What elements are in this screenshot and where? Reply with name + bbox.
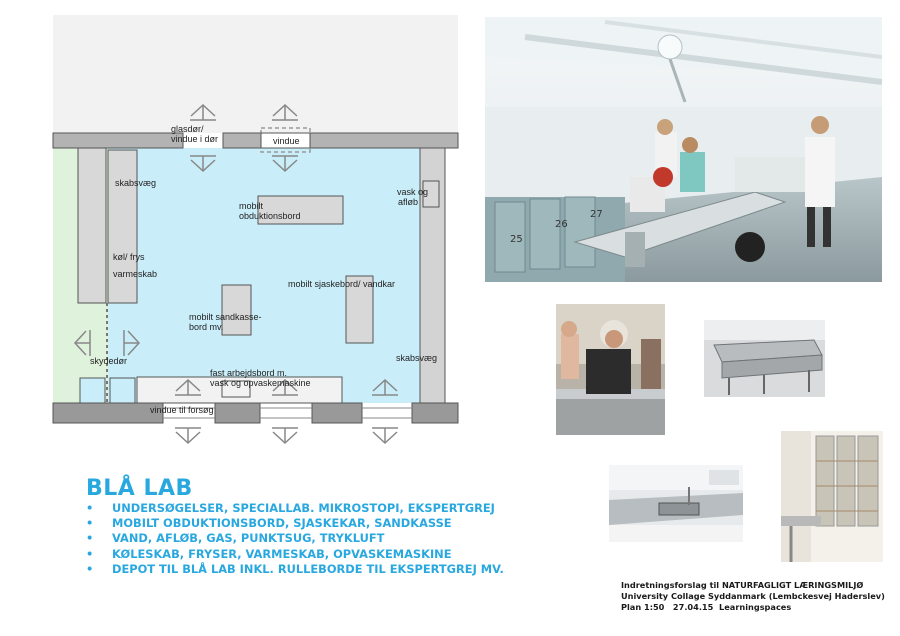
label-fast-arbejdsbord: fast arbejdsbord m. [210,368,288,378]
label-vask-og: vask og [397,187,429,197]
label-obduktionsbord: mobilt obduktionsbord [239,201,301,221]
footer-info: Indretningsforslag til NATURFAGLIGT LÆRI… [621,580,885,613]
footer-line-2: University Collage Syddanmark (Lembckesv… [621,591,885,601]
wall-bottom-4 [411,402,459,424]
svg-text:27: 27 [590,209,603,220]
small-cabinet-2 [109,377,136,404]
list-item: •VAND, AFLØB, GAS, PUNKTSUG, TRYKLUFT [86,531,385,546]
floor-plan [52,15,459,445]
small-cabinet-1 [79,377,106,404]
list-item: •KØLESKAB, FRYSER, VARMESKAB, OPVASKEMAS… [86,546,452,561]
sink [221,380,251,398]
sink-right [422,180,440,208]
label-vindue-i-dor: vindue i dør [171,134,219,144]
steel-sink-photo [609,465,743,542]
label-glasdor: glasdør/ [171,124,204,134]
label-skabsvaeg-left: skabsvæg [115,178,157,188]
arrow-icon [73,103,398,445]
svg-text:25: 25 [510,234,523,245]
footer-line-1: Indretningsforslag til NATURFAGLIGT LÆRI… [621,580,864,590]
list-item: •UNDERSØGELSER, SPECIALLAB. MIKROSTOPI, … [86,501,495,515]
wall-top-mid [222,132,262,149]
sandbox-table [221,284,252,336]
wall-bottom-1 [52,402,164,424]
obduction-table [257,195,344,225]
label-sandkasse: mobilt sandkasse- bord mv. [189,312,262,332]
lab-photo: 25 26 27 [485,17,882,282]
wall-top-right [309,132,459,149]
label-skabsvaeg-right: skabsvæg [396,353,438,363]
list-item: •DEPOT TIL BLÅ LAB INKL. RULLEBORDE TIL … [86,561,504,576]
cabinet-photo [781,431,883,562]
label-skydedor: skydedør [90,356,128,366]
label-kol-frys: køl/ frys [113,252,145,262]
label-varmeskab: varmeskab [113,269,158,279]
wall-bottom-2 [214,402,261,424]
label-sjaskebord: mobilt sjaskebord/ vandkar [288,279,396,289]
splash-table [345,275,374,344]
upper-area [53,15,458,133]
label-aflob: afløb [398,197,419,207]
list-item: •MOBILT OBDUKTIONSBORD, SJASKEKAR, SANDK… [86,516,452,531]
sink-photo [556,304,665,435]
wall-bottom-3 [311,402,363,424]
fridge-freezer [107,149,138,304]
wall-top-left [52,132,184,149]
feature-list: •UNDERSØGELSER, SPECIALLAB. MIKROSTOPI, … [86,501,506,577]
svg-text:26: 26 [555,219,568,230]
cabinet-wall-left [77,147,107,304]
label-vask-opvask: vask og opvaskemaskine [210,378,311,388]
page-title: BLÅ LAB [86,476,193,501]
splash-table-photo [704,320,825,397]
label-vindue: vindue [273,136,300,146]
footer-line-3: Plan 1:50 27.04.15 Learningspaces [621,602,792,612]
label-vindue-til-forsog: vindue til forsøg [150,405,214,415]
